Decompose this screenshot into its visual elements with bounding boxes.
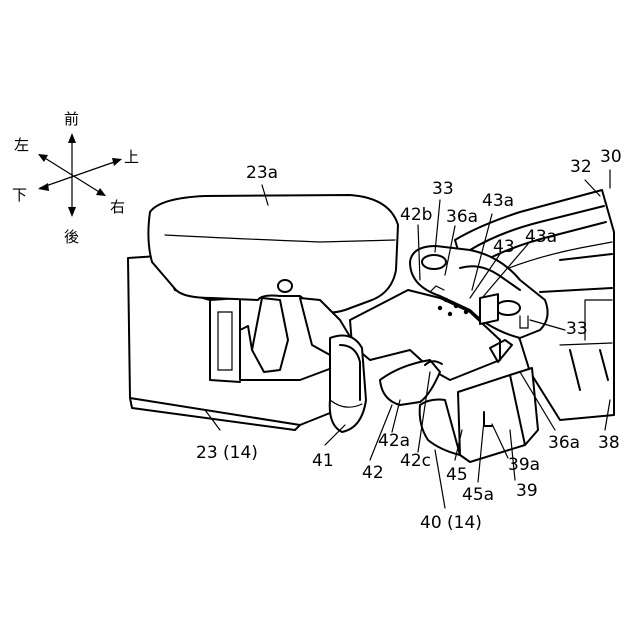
label-30: 30 [600, 147, 622, 167]
label-23-14: 23 (14) [196, 443, 258, 463]
leader-40 [435, 450, 445, 508]
base-40 [420, 400, 460, 455]
arrow-up-icon [112, 158, 122, 166]
arrow-right-icon [96, 188, 106, 196]
body-23-inner-step [240, 326, 252, 350]
cover-23a [148, 195, 398, 312]
direction-rear-label: 後 [64, 228, 79, 246]
label-32: 32 [570, 157, 592, 177]
label-40-14: 40 (14) [420, 513, 482, 533]
label-33-top: 33 [432, 179, 454, 199]
label-36a-bottom: 36a [548, 433, 580, 453]
arrow-left-icon [38, 154, 48, 162]
label-43: 43 [493, 237, 515, 257]
plate-pin-1 [444, 298, 448, 302]
label-43a-top: 43a [482, 191, 514, 211]
direction-down-label: 下 [12, 186, 27, 204]
label-39: 39 [516, 481, 538, 501]
arrow-down-icon [38, 183, 49, 191]
base-40-body [420, 400, 460, 455]
label-42b: 42b [400, 205, 432, 225]
plate-pin-5 [448, 312, 452, 316]
plate-pin-4 [438, 306, 442, 310]
label-42a: 42a [378, 431, 410, 451]
plate-pin-3 [464, 310, 468, 314]
leader-42a [392, 400, 400, 432]
direction-compass: 前 後 左 右 上 下 [12, 110, 139, 246]
label-36a-top: 36a [446, 207, 478, 227]
label-45: 45 [446, 465, 468, 485]
cover-23a-screw-hole [278, 280, 292, 292]
leader-41 [325, 425, 345, 445]
cover-23a-leg-left [252, 298, 288, 372]
label-45a: 45a [462, 485, 494, 505]
leader-33-top [435, 200, 440, 252]
label-38: 38 [598, 433, 620, 453]
direction-left-label: 左 [14, 136, 29, 154]
compass-up-down-axis [40, 160, 120, 188]
plate-pin-2 [454, 304, 458, 308]
direction-front-label: 前 [64, 110, 79, 128]
label-42: 42 [362, 463, 384, 483]
arrow-rear-icon [68, 207, 76, 217]
label-43a-right: 43a [525, 227, 557, 247]
direction-up-label: 上 [124, 148, 139, 166]
label-41: 41 [312, 451, 334, 471]
label-23a: 23a [246, 163, 278, 183]
plate-42a-tab [380, 360, 440, 405]
direction-right-label: 右 [110, 198, 125, 216]
label-39a: 39a [508, 455, 540, 475]
arrow-front-icon [68, 133, 76, 143]
bracket-hole-left [422, 255, 446, 269]
label-42c: 42c [400, 451, 431, 471]
hinge-41 [330, 336, 366, 432]
clip-39-window [480, 294, 498, 324]
bracket-hole-right [496, 301, 520, 315]
label-33-right: 33 [566, 319, 588, 339]
